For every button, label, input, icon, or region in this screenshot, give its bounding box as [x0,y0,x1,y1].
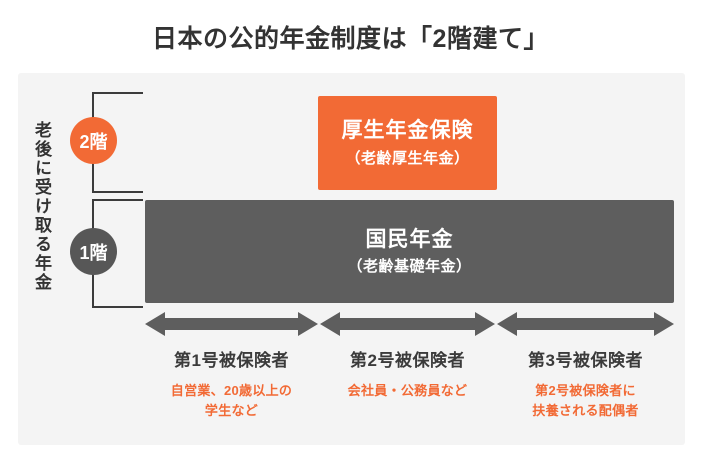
column-label-category-3: 第3号被保険者 第2号被保険者に扶養される配偶者 [497,346,674,420]
box-employees-pension-subtitle: （老齢厚生年金） [345,149,470,167]
box-national-pension-title: 国民年金 [365,227,454,251]
column-subtitle-category-2: 会社員・公務員など [347,383,468,398]
column-title-category-2: 第2号被保険者 [350,351,465,370]
column-subtitle-category-3: 第2号被保険者に扶養される配偶者 [532,383,639,418]
column-title-category-3: 第3号被保険者 [528,351,643,370]
double-arrow-icon-category-3 [497,311,674,337]
box-employees-pension: 厚生年金保険 （老齢厚生年金） [318,96,497,190]
badge-floor-2: 2階 [70,117,117,164]
box-national-pension: 国民年金 （老齢基礎年金） [145,200,674,303]
column-label-category-2: 第2号被保険者 会社員・公務員など [320,346,495,401]
box-national-pension-subtitle: （老齢基礎年金） [347,258,472,276]
badge-floor-1: 1階 [70,228,117,275]
side-label-pension-received: 老後に受け取る年金 [32,120,51,292]
double-arrow-icon-category-2 [320,311,495,337]
box-employees-pension-title: 厚生年金保険 [341,119,474,143]
column-subtitle-category-1: 自営業、20歳以上の学生など [170,383,293,418]
column-label-category-1: 第1号被保険者 自営業、20歳以上の学生など [145,346,318,420]
page-title: 日本の公的年金制度は「2階建て」 [152,25,549,53]
column-title-category-1: 第1号被保険者 [174,351,289,370]
double-arrow-icon-category-1 [145,311,318,337]
